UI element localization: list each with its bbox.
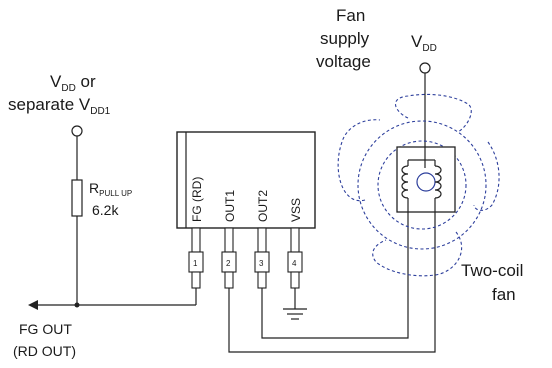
pin-label-vss: VSS [289, 198, 303, 222]
ic-pin-3: 3 [254, 227, 270, 289]
fan-supply-label-line3: voltage [316, 52, 371, 71]
output-label-line2: (RD OUT) [13, 343, 76, 359]
ic-pin-2: 2 [221, 227, 237, 289]
right-coil-icon [425, 159, 442, 212]
fan-supply-terminal [419, 62, 431, 74]
pin3-wire [261, 212, 409, 339]
pin2-wire [228, 212, 436, 353]
pin-number-2: 2 [226, 259, 231, 268]
resistor-value: 6.2k [92, 202, 119, 218]
resistor-name: RPULL UP [89, 180, 132, 198]
pin-number-3: 3 [259, 259, 264, 268]
pin-label-fg: FG (RD) [190, 177, 204, 222]
output-arrow [28, 300, 38, 310]
fan-supply-label-line2: supply [320, 29, 370, 48]
fan-hub [416, 172, 436, 192]
ic-pin-1: 1 [188, 227, 204, 289]
pin-label-out2: OUT2 [256, 190, 270, 222]
pullup-supply-label-line2: separate VDD1 [8, 95, 111, 117]
pullup-supply-label-line1: VDD or [50, 72, 96, 94]
left-coil-icon [401, 159, 425, 212]
pullup-resistor [71, 179, 83, 217]
pullup-supply-terminal [71, 125, 83, 137]
ic-package [176, 131, 316, 229]
pin-number-4: 4 [292, 259, 297, 268]
fan-outline [337, 93, 500, 277]
fan-supply-label-line1: Fan [336, 6, 365, 25]
output-junction-dot [74, 302, 80, 308]
ground-icon [283, 288, 307, 320]
pin-number-1: 1 [193, 259, 198, 268]
ic-pin-4: 4 [287, 227, 303, 289]
output-label-line1: FG OUT [19, 321, 72, 337]
fan-vdd-label: VDD [411, 32, 437, 54]
fan-label-line1: Two-coil [461, 261, 523, 280]
pin-label-out1: OUT1 [223, 190, 237, 222]
fan-label-line2: fan [492, 285, 516, 304]
